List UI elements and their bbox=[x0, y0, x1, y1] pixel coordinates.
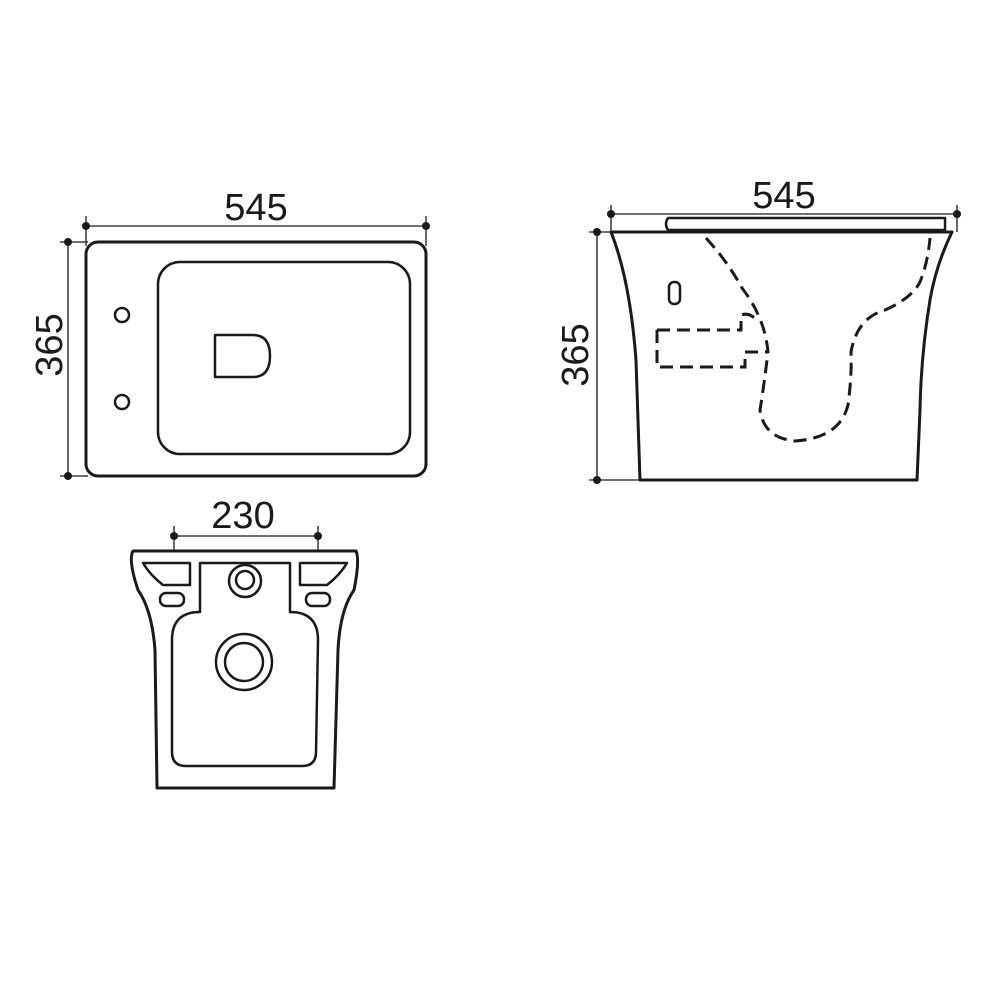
rear-water-inlet-inner bbox=[234, 569, 256, 591]
lid-handle-outline bbox=[213, 333, 272, 379]
seat-profile-outline bbox=[664, 216, 947, 232]
rear-view: 230 bbox=[129, 495, 360, 790]
top-view: 545 365 bbox=[29, 187, 430, 480]
side-view-height-label: 365 bbox=[555, 323, 597, 386]
seat-hinge-hole-lower bbox=[113, 393, 131, 411]
right-mounting-pocket bbox=[298, 561, 349, 587]
trapway-hidden-line bbox=[704, 236, 932, 443]
water-inlet-port bbox=[667, 280, 682, 306]
left-mounting-pocket bbox=[141, 561, 192, 587]
rear-water-inlet-outer bbox=[227, 563, 263, 599]
side-view-body-outline bbox=[609, 230, 954, 482]
side-view-height-dimension: 365 bbox=[555, 228, 640, 484]
waste-outlet-outer bbox=[214, 632, 274, 692]
rear-view-body-outline bbox=[129, 549, 360, 790]
side-view-width-label: 545 bbox=[752, 175, 815, 217]
seat-hinge-hole-upper bbox=[113, 306, 131, 324]
right-bolt-slot bbox=[304, 591, 332, 608]
left-bolt-slot bbox=[158, 591, 186, 608]
top-view-body-outline bbox=[84, 240, 428, 478]
outlet-connector-hidden-line bbox=[655, 312, 768, 369]
rear-view-bolt-spacing-label: 230 bbox=[211, 495, 274, 537]
waste-outlet-inner bbox=[223, 641, 265, 683]
side-view-width-dimension: 545 bbox=[607, 175, 961, 232]
top-view-width-dimension: 545 bbox=[82, 187, 430, 246]
side-view: 545 365 bbox=[555, 175, 961, 484]
top-view-width-label: 545 bbox=[224, 187, 287, 229]
top-view-depth-dimension: 365 bbox=[29, 238, 88, 480]
seat-lid-outline bbox=[156, 260, 412, 456]
top-view-depth-label: 365 bbox=[29, 313, 71, 376]
rear-view-inner-recess bbox=[170, 561, 320, 768]
